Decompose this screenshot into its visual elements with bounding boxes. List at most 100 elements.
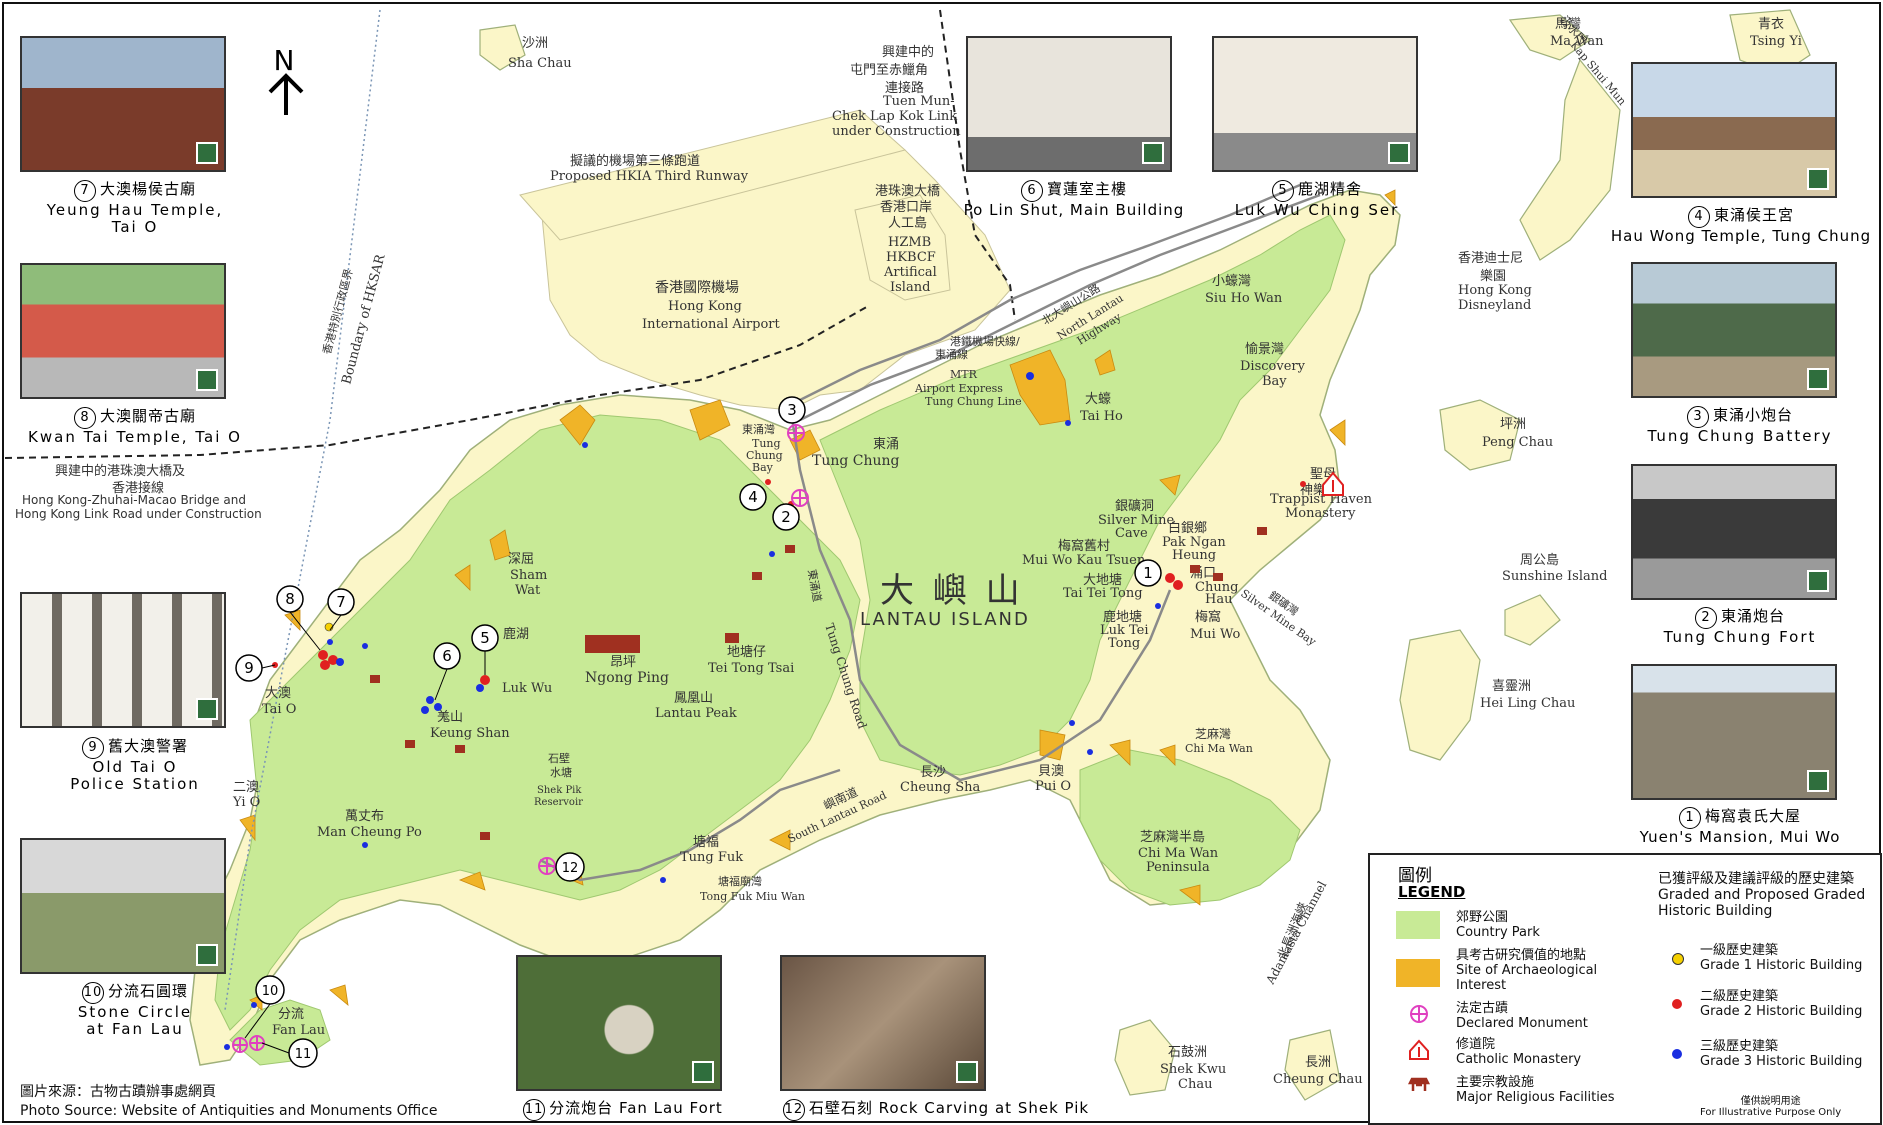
cheung-sha-en: Cheung Sha	[900, 780, 980, 795]
keung-shan-cn: 羗山	[437, 710, 463, 725]
monument-icon-cross	[250, 1036, 264, 1050]
mtr-en3: Tung Chung Line	[925, 395, 1022, 408]
caption-en: Tung Chung Fort	[1663, 628, 1817, 646]
grade3-dot	[1065, 420, 1071, 426]
bridge-en2: Hong Kong Link Road under Construction	[15, 507, 262, 521]
grade2-dot	[328, 655, 338, 665]
legend-grade2: 二級歷史建築 Grade 2 Historic Building	[1700, 989, 1862, 1019]
trappist-en2: Monastery	[1285, 506, 1356, 521]
hzmb-en4: Island	[890, 280, 930, 295]
mwkt-cn: 梅窩舊村	[1058, 538, 1110, 554]
caption-cn: 東涌侯王宮	[1713, 206, 1794, 224]
tfmw-en: Tong Fuk Miu Wan	[700, 890, 805, 903]
caption-num: 4	[1687, 206, 1710, 228]
marker-10: 10	[255, 975, 285, 1005]
marker-9: 9	[235, 654, 263, 682]
marker-7-label: 7	[336, 593, 346, 611]
discovery-en2: Bay	[1262, 374, 1287, 389]
grade3-dot	[582, 442, 588, 448]
grade3-dot	[327, 639, 333, 645]
grade3-dot	[1087, 749, 1093, 755]
marker-11-label: 11	[295, 1047, 312, 1062]
country-park-central	[819, 214, 1346, 776]
religious-facility-icon	[785, 545, 795, 553]
fan-lau-en: Fan Lau	[272, 1023, 325, 1038]
lantau-cn-label: 大 嶼 山	[880, 571, 1024, 611]
legend-declared-monument: 法定古蹟 Declared Monument	[1456, 1001, 1588, 1031]
caption-en: Kwan Tai Temple, Tai O	[28, 428, 242, 446]
tmcl-en1: Tuen Mun-	[883, 94, 955, 109]
legend-country-park-swatch	[1396, 911, 1440, 939]
tcb-en2: Chung	[746, 449, 783, 462]
marker-12: 12	[555, 852, 585, 882]
monument-icon-cross	[539, 858, 555, 874]
caption-en: Po Lin Shut, Main Building	[963, 201, 1185, 219]
pak-ngan-en2: Heung	[1172, 548, 1216, 563]
caption-en: Tai O	[111, 218, 159, 236]
siu-ho-wan-cn: 小蠔灣	[1212, 273, 1251, 289]
sha-chau-cn: 沙洲	[522, 36, 548, 51]
legend-item-cn: 修道院	[1456, 1037, 1496, 1052]
legend-graded-cn: 已獲評級及建議評級的歷史建築	[1658, 871, 1854, 887]
country-park-west	[214, 414, 861, 1031]
photo-source: 圖片來源：古物古蹟辦事處網頁 Photo Source: Website of …	[20, 1083, 437, 1121]
marker-12-label: 12	[562, 861, 579, 876]
monastery-icon	[1322, 471, 1344, 496]
discovery-en1: Discovery	[1240, 359, 1306, 374]
graded-building-dots	[224, 372, 1306, 1050]
legend-item-en: Major Religious Facilities	[1456, 1090, 1615, 1105]
caption-en: Stone Circle	[77, 1003, 193, 1021]
caption-cn: 寶蓮室主樓	[1046, 180, 1127, 198]
airport-en1: Hong Kong	[668, 299, 742, 314]
photo-corner-icon	[1807, 368, 1829, 390]
discovery-cn: 愉景灣	[1245, 341, 1284, 357]
legend-title-en: LEGEND	[1398, 883, 1466, 901]
photo-corner-icon	[692, 1061, 714, 1083]
grade3-dot	[1155, 603, 1161, 609]
legend-religious-facilities: 主要宗教設施 Major Religious Facilities	[1456, 1075, 1615, 1105]
monument-icon-cross	[788, 425, 804, 441]
legend-box: 圖例 LEGEND 郊野公園 Country Park 具考古研究價值的地點 S…	[1368, 853, 1882, 1125]
caption-en: Fan Lau Fort	[618, 1099, 723, 1117]
leader-lines	[244, 611, 486, 1054]
lantau-peak-cn: 鳳凰山	[674, 691, 713, 706]
caption-cn: 東涌小炮台	[1712, 406, 1793, 424]
legend-grade3: 三級歷史建築 Grade 3 Historic Building	[1700, 1039, 1862, 1069]
spr-en2: Reservoir	[534, 797, 583, 808]
keung-shan-en: Keung Shan	[430, 726, 510, 741]
tmcl-cn3: 連接路	[885, 80, 924, 96]
spr-en1: Shek Pik	[537, 785, 582, 796]
caption-en: Police Station	[70, 775, 200, 793]
photo-kwan-tai-temple	[20, 263, 226, 399]
country-park-south	[1079, 749, 1301, 906]
cmwp-en1: Chi Ma Wan	[1138, 846, 1219, 861]
grade3-dot	[362, 842, 368, 848]
religious-facility-icon	[752, 572, 762, 580]
sunshine-en: Sunshine Island	[1502, 569, 1607, 584]
marker-3: 3	[778, 396, 806, 424]
marker-2-label: 2	[781, 508, 791, 526]
caption-en: Yeung Hau Temple,	[46, 201, 224, 219]
religious-facility-icon	[1190, 565, 1200, 573]
photo-hau-wong-temple	[1631, 62, 1837, 198]
legend-grade3-dot	[1672, 1049, 1682, 1059]
photo-corner-icon	[1142, 142, 1164, 164]
legend-item-en: Declared Monument	[1456, 1016, 1588, 1031]
photo-source-en: Photo Source: Website of Antiquities and…	[20, 1103, 438, 1119]
photo-corner-icon	[196, 369, 218, 391]
third-runway-cn: 擬議的機場第三條跑道	[570, 153, 700, 169]
chi-ma-wan-cn: 芝麻灣	[1195, 726, 1231, 741]
caption-cn: 鹿湖精舍	[1297, 180, 1362, 198]
yi-o-en: Yi O	[232, 795, 260, 810]
airport-cn: 香港國際機場	[655, 280, 739, 296]
cheung-chau-en: Cheung Chau	[1273, 1072, 1363, 1087]
photo-corner-icon	[196, 698, 218, 720]
outlying-islands	[479, 9, 1811, 1101]
legend-item-en: Catholic Monastery	[1456, 1052, 1582, 1067]
hzmb-cn2: 香港口岸	[880, 200, 932, 215]
third-runway	[519, 109, 907, 241]
caption-num: 8	[73, 407, 96, 429]
archaeology-sites	[239, 189, 1396, 1011]
caption-en: Old Tai O	[92, 758, 178, 776]
